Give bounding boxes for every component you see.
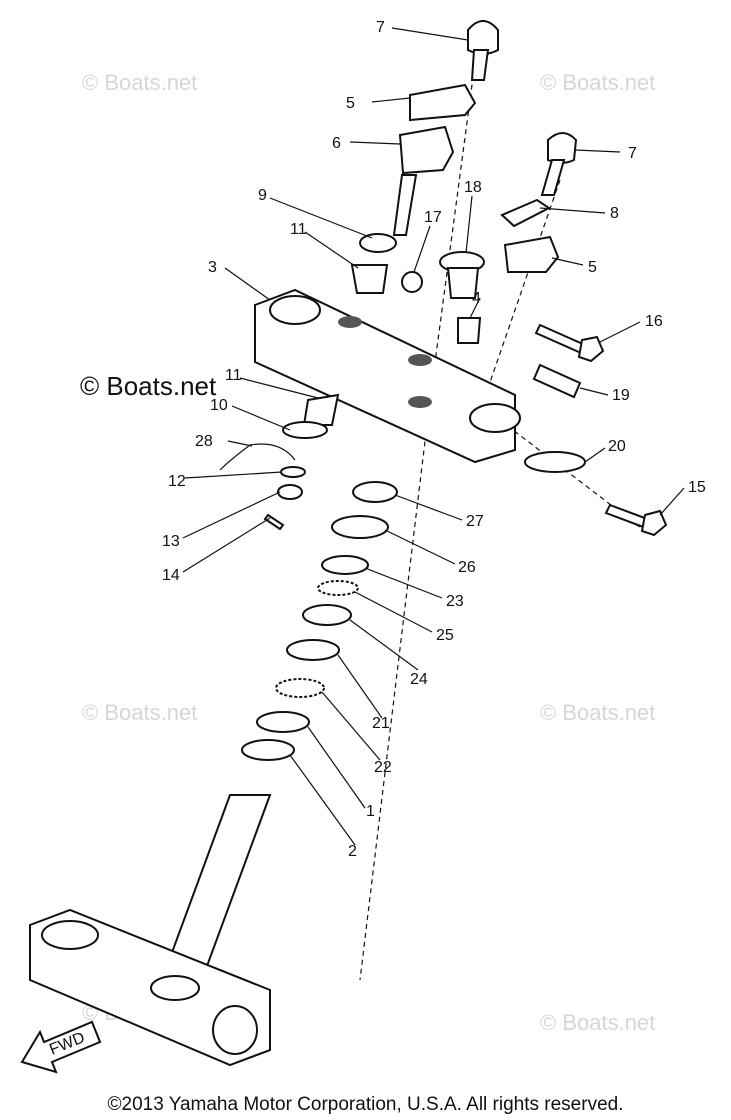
callout-18: 18	[464, 179, 482, 196]
race-21	[286, 639, 340, 661]
clamp-5-top	[409, 83, 477, 122]
race-23	[321, 555, 369, 575]
callout-1: 1	[366, 803, 375, 820]
ring-nut-27	[352, 481, 398, 503]
leader-lines	[182, 27, 685, 846]
seal-2	[241, 739, 295, 761]
steering-stem	[29, 794, 272, 1067]
callout-14: 14	[162, 567, 180, 584]
balls-22	[275, 678, 325, 698]
axis-line	[359, 39, 479, 981]
watermark: © Boats.net	[82, 700, 197, 725]
callout-23: 23	[446, 593, 464, 610]
bolt-16	[534, 323, 605, 363]
callout-5: 5	[346, 95, 355, 112]
callout-24: 24	[410, 671, 428, 688]
plate-8	[500, 198, 551, 228]
watermark: © Boats.net	[540, 1010, 655, 1035]
callout-17: 17	[424, 209, 442, 226]
callout-27: 27	[466, 513, 484, 530]
bolt-7-top	[467, 20, 499, 81]
ring-20	[524, 451, 586, 473]
callout-5: 5	[588, 259, 597, 276]
washer-9	[359, 233, 397, 253]
bushing-11-lower	[302, 393, 340, 426]
callout-9: 9	[258, 187, 267, 204]
washer-12	[280, 466, 306, 478]
callout-21: 21	[372, 715, 390, 732]
cap-18	[439, 251, 485, 299]
race-24	[302, 604, 352, 626]
main-watermark: © Boats.net	[80, 371, 217, 401]
washer-10	[282, 421, 328, 439]
watermark: © Boats.net	[82, 70, 197, 95]
balls-25	[317, 580, 359, 596]
upper-bracket-3	[254, 288, 521, 464]
callout-11: 11	[290, 221, 307, 238]
watermark: © Boats.net	[540, 700, 655, 725]
pin-14	[263, 513, 285, 531]
nut-17	[401, 271, 423, 293]
callout-26: 26	[458, 559, 476, 576]
bolt-7-right	[540, 132, 578, 196]
callout-7: 7	[628, 145, 637, 162]
race-1	[256, 711, 310, 733]
callout-19: 19	[612, 387, 630, 404]
bolt-15	[604, 503, 668, 537]
callout-11: 11	[225, 367, 242, 384]
callout-6: 6	[332, 135, 341, 152]
nut-13	[277, 484, 303, 500]
callout-20: 20	[608, 438, 626, 455]
part-19	[532, 363, 582, 399]
callout-22: 22	[374, 759, 392, 776]
cover-26	[331, 515, 389, 539]
callout-28: 28	[195, 433, 213, 450]
callout-8: 8	[610, 205, 619, 222]
callout-3: 3	[208, 259, 217, 276]
callout-25: 25	[436, 627, 454, 644]
callout-2: 2	[348, 843, 357, 860]
copyright-notice: ©2013 Yamaha Motor Corporation, U.S.A. A…	[107, 1094, 624, 1115]
callout-15: 15	[688, 479, 706, 496]
fwd-arrow: FWD	[20, 1020, 102, 1074]
watermark: © Boats.net	[540, 70, 655, 95]
callout-13: 13	[162, 533, 180, 550]
clamp-5-right	[503, 235, 560, 273]
callout-12: 12	[168, 473, 186, 490]
holder-6	[392, 125, 455, 236]
bushing-11-upper	[350, 264, 389, 294]
callout-4: 4	[472, 290, 481, 307]
callouts: 7 5 6 7 8 9 11 17 18 5 3 4 16 11 10 19 2…	[162, 19, 706, 860]
collar-4	[457, 317, 482, 344]
callout-10: 10	[210, 397, 228, 414]
callout-7: 7	[376, 19, 385, 36]
part-28	[219, 443, 296, 471]
callout-16: 16	[645, 313, 663, 330]
